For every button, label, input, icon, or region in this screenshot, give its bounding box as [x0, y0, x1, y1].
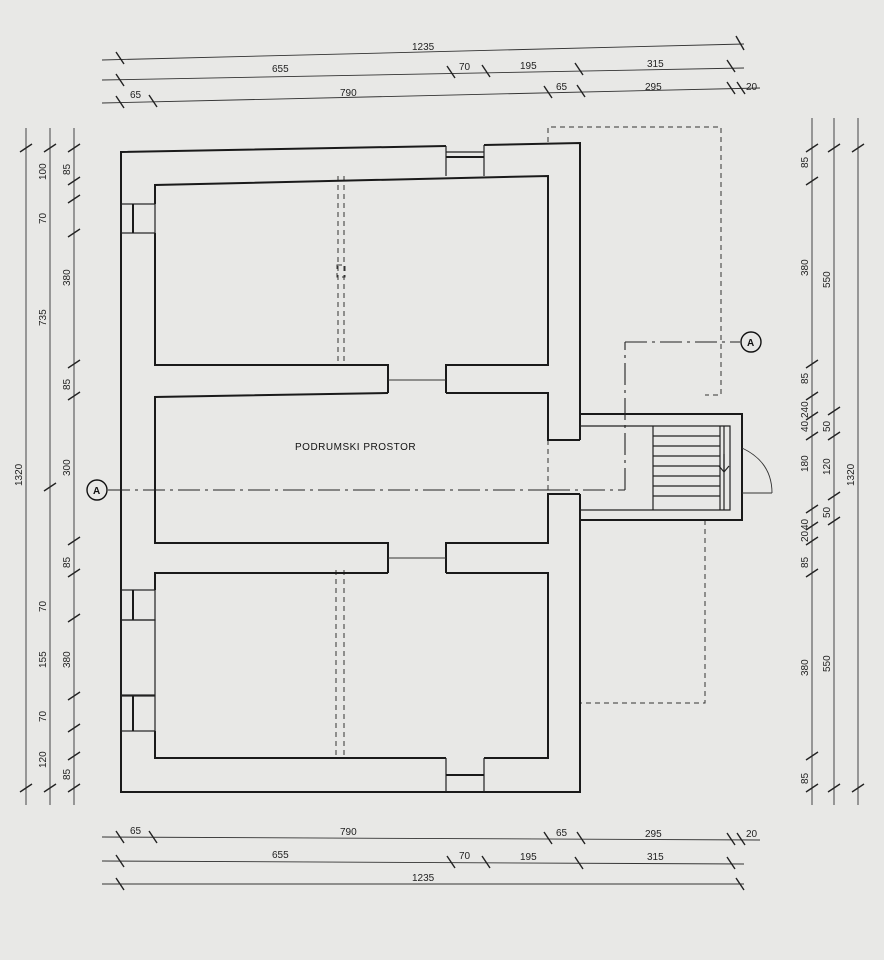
top-dim-195: 195	[520, 61, 537, 72]
left-dim-380-bottom: 380	[62, 651, 73, 668]
left-dim-120: 120	[38, 751, 49, 768]
left-dim-70-bottom: 70	[38, 710, 49, 722]
left-dim-85-mid2: 85	[62, 556, 73, 568]
right-dim-40-bottom: 40	[800, 518, 811, 530]
right-dim-380-top: 380	[800, 259, 811, 276]
left-dim-1320: 1320	[14, 463, 25, 486]
left-dim-70-mid: 70	[38, 600, 49, 612]
top-dim-65-mid: 65	[556, 82, 568, 93]
left-dim-85-top: 85	[62, 163, 73, 175]
bottom-dim-295: 295	[645, 829, 662, 840]
left-dim-300: 300	[62, 459, 73, 476]
section-marker-left-label: A	[93, 486, 100, 497]
left-dim-70-top: 70	[38, 212, 49, 224]
right-dimension-lines	[805, 118, 865, 805]
right-dim-120: 120	[822, 458, 833, 475]
bottom-dimension-lines	[101, 830, 761, 891]
right-dim-85-mid1: 85	[800, 372, 811, 384]
top-dim-790: 790	[340, 88, 357, 99]
right-dim-20: 20	[800, 530, 811, 542]
top-dim-655: 655	[272, 64, 289, 75]
right-dim-550-top: 550	[822, 271, 833, 288]
left-dimension-lines	[19, 128, 81, 805]
bottom-dim-790: 790	[340, 827, 357, 838]
bottom-dim-70: 70	[459, 851, 471, 862]
section-marker-right-label: A	[747, 338, 754, 349]
right-dim-50-bottom: 50	[822, 506, 833, 518]
right-dim-240: 240	[800, 401, 811, 418]
bottom-dim-315: 315	[647, 852, 664, 863]
top-dim-70: 70	[459, 62, 471, 73]
right-dim-40-top: 40	[800, 420, 811, 432]
dashed-footprint	[335, 126, 722, 758]
top-dim-20: 20	[746, 82, 758, 93]
bottom-dim-65-mid: 65	[556, 828, 568, 839]
walls	[120, 141, 581, 793]
bottom-dim-65-left: 65	[130, 826, 142, 837]
bottom-dim-195: 195	[520, 852, 537, 863]
right-dim-85-mid2: 85	[800, 556, 811, 568]
top-dimension-lines	[101, 35, 761, 109]
room-label: PODRUMSKI PROSTOR	[295, 442, 416, 453]
section-marker-right: A	[740, 331, 762, 353]
bottom-dim-655: 655	[272, 850, 289, 861]
top-dim-total: 1235	[412, 42, 435, 53]
top-dim-315: 315	[647, 59, 664, 70]
left-dim-735: 735	[38, 309, 49, 326]
left-dim-155: 155	[38, 651, 49, 668]
left-dim-85-bottom: 85	[62, 768, 73, 780]
right-dim-85-top: 85	[800, 156, 811, 168]
right-dim-550-bottom: 550	[822, 655, 833, 672]
section-marker-left: A	[86, 479, 108, 501]
right-dim-1320: 1320	[846, 463, 857, 486]
bottom-dim-total: 1235	[412, 873, 435, 884]
staircase	[580, 413, 773, 521]
top-dim-295: 295	[645, 82, 662, 93]
section-axis	[108, 341, 740, 491]
bottom-dim-20: 20	[746, 829, 758, 840]
right-dim-180: 180	[800, 455, 811, 472]
left-dim-100: 100	[38, 163, 49, 180]
top-dim-65-left: 65	[130, 90, 142, 101]
left-dim-380-top: 380	[62, 269, 73, 286]
left-dim-85-mid1: 85	[62, 378, 73, 390]
right-dim-380-bottom: 380	[800, 659, 811, 676]
right-dim-85-bottom: 85	[800, 772, 811, 784]
right-dim-50-top: 50	[822, 420, 833, 432]
